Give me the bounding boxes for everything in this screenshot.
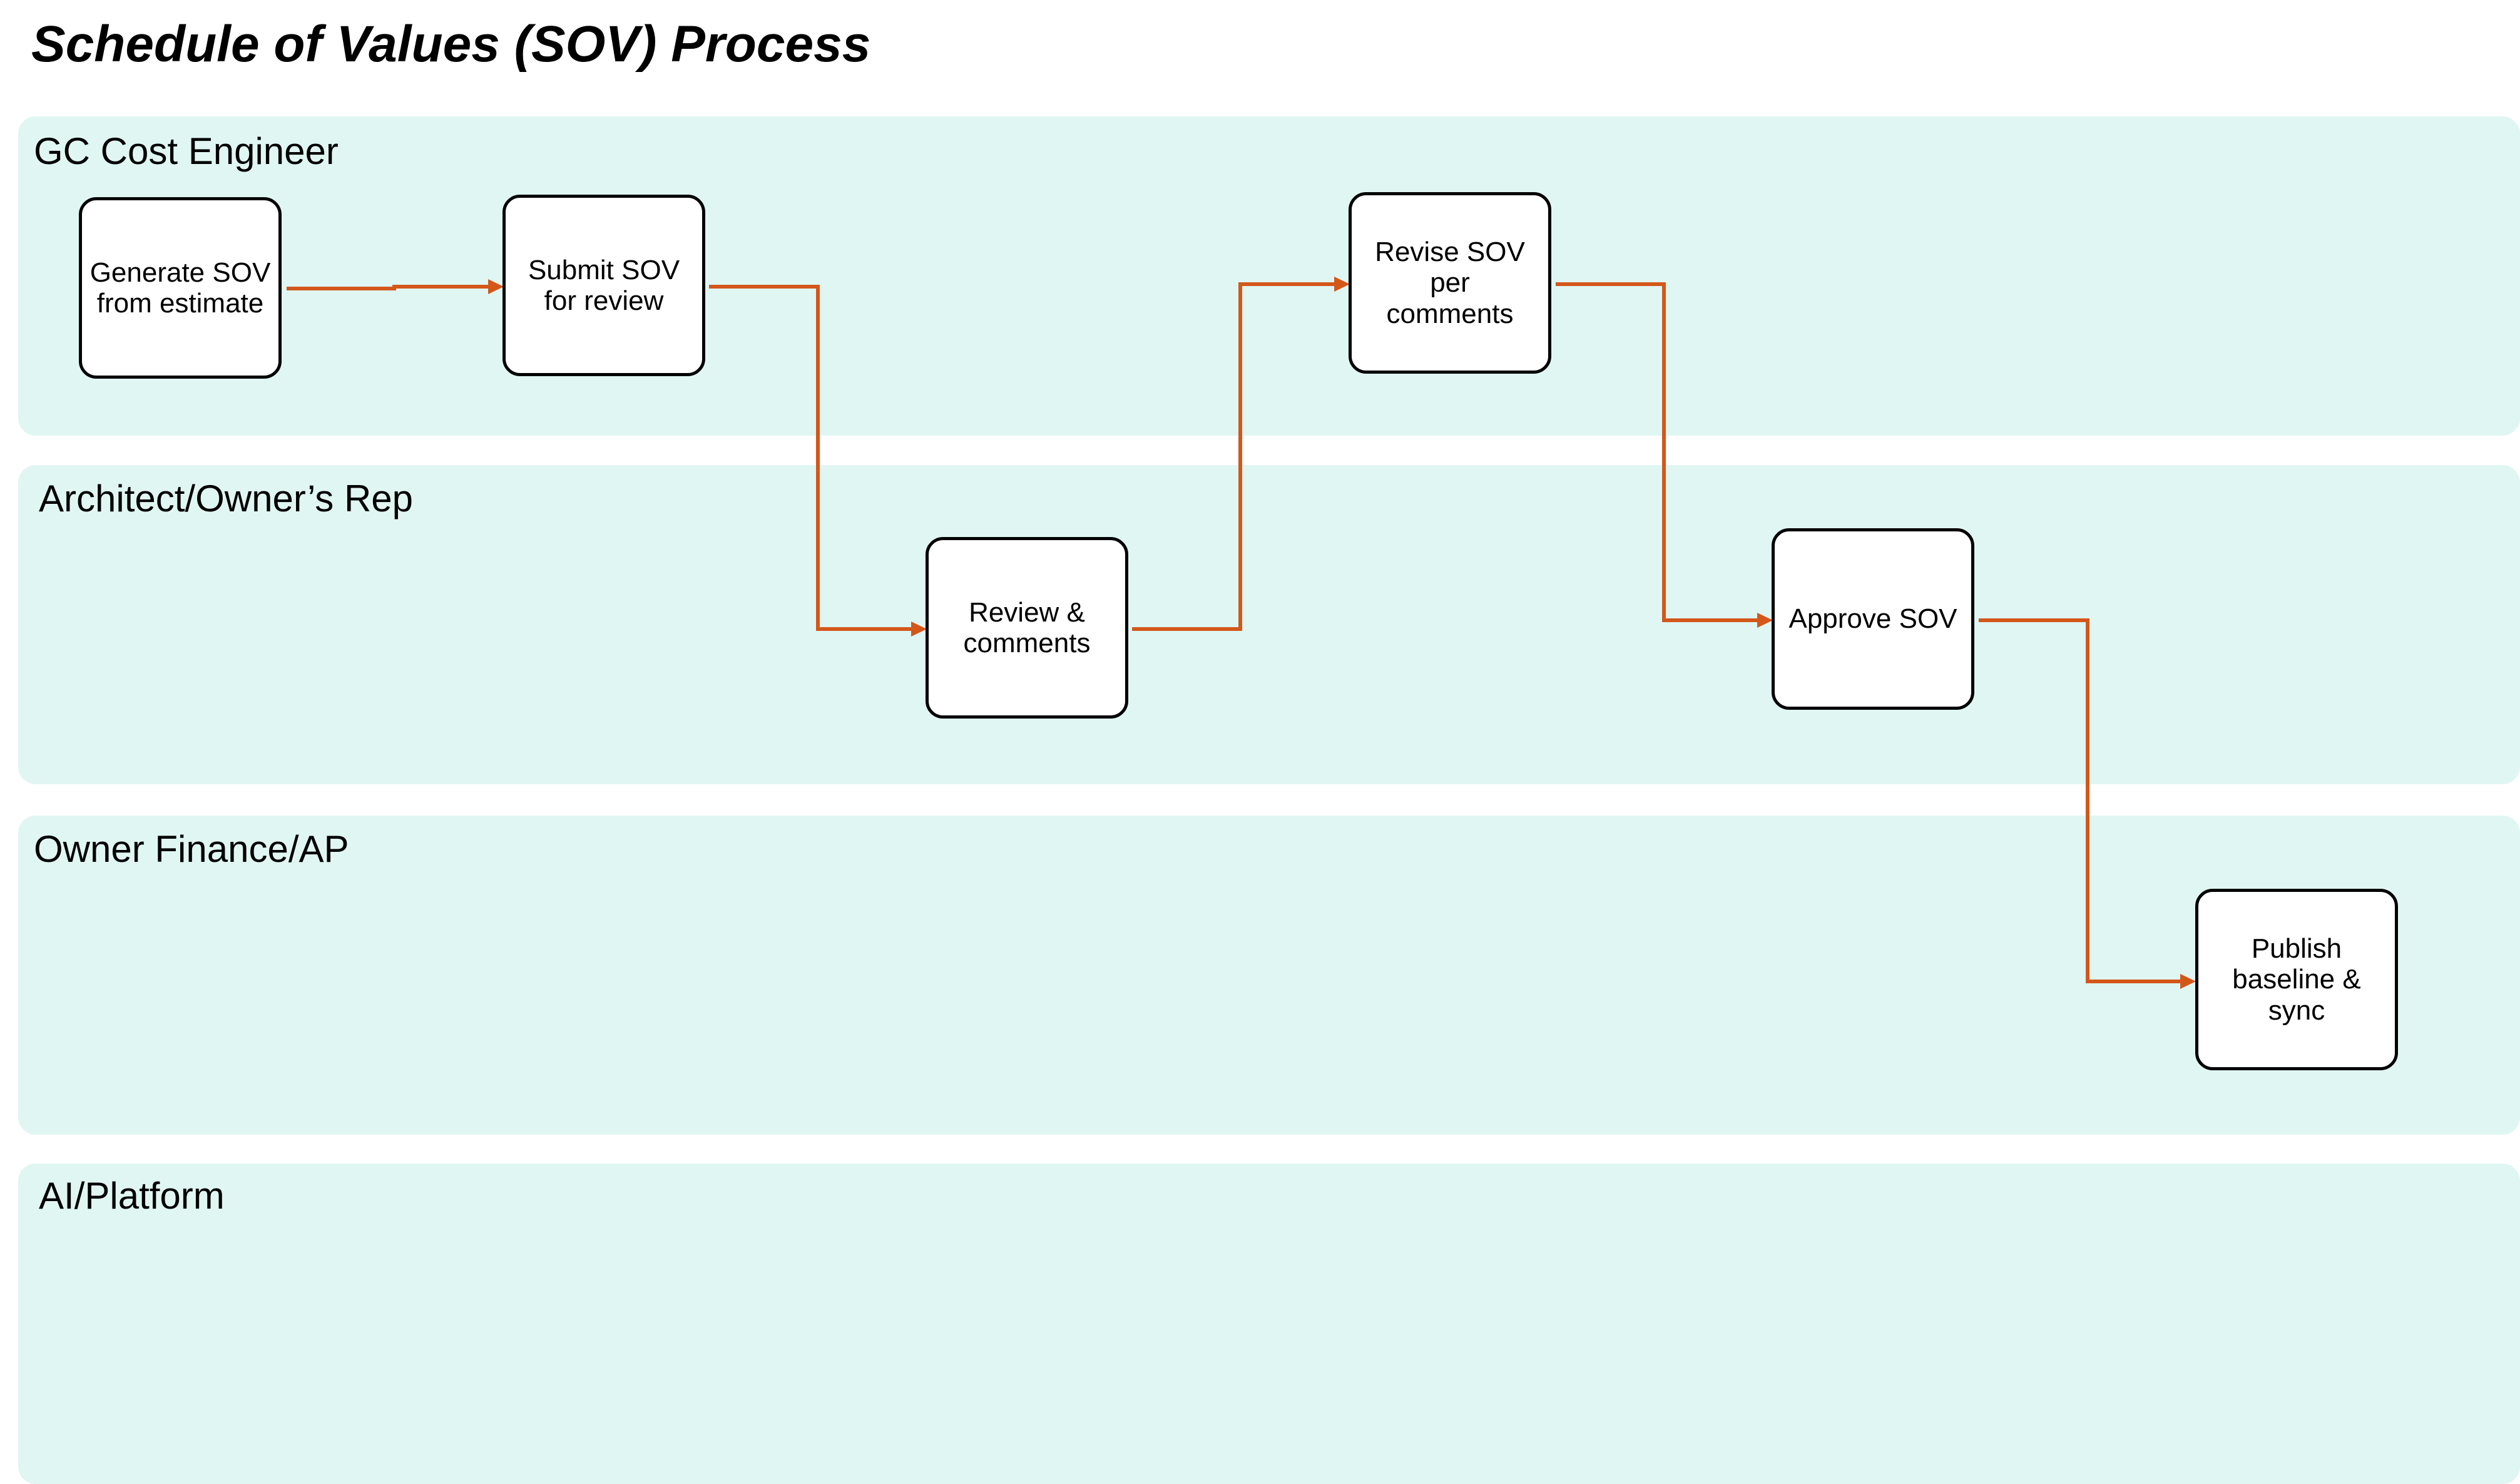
diagram-title: Schedule of Values (SOV) Process — [31, 16, 871, 73]
flow-review-to-revise — [1132, 282, 1335, 631]
lane-label: AI/Platform — [39, 1175, 225, 1217]
lane-ai-platform: AI/Platform — [18, 1164, 2520, 1484]
flow-submit-to-review — [709, 285, 912, 631]
arrowhead-icon — [488, 279, 504, 294]
lane-owner-finance-ap: Owner Finance/AP — [18, 816, 2520, 1135]
lane-gc-cost-engineer: GC Cost Engineer — [18, 116, 2520, 436]
lane-label: Architect/Owner’s Rep — [39, 478, 414, 519]
step-submit-sov[interactable]: Submit SOV for review — [502, 195, 705, 376]
flow-revise-to-approve — [1556, 282, 1758, 622]
arrowhead-icon — [1757, 613, 1773, 628]
step-publish-baseline[interactable]: Publish baseline & sync — [2195, 889, 2398, 1070]
step-revise-sov[interactable]: Revise SOV per comments — [1349, 192, 1551, 374]
arrowhead-icon — [1334, 277, 1350, 292]
lane-label: GC Cost Engineer — [34, 130, 339, 172]
arrowhead-icon — [2180, 974, 2196, 989]
lane-label: Owner Finance/AP — [34, 828, 349, 870]
flow-approve-to-publish — [1979, 618, 2181, 983]
step-generate-sov[interactable]: Generate SOV from estimate — [79, 197, 282, 379]
flow-generate-to-submit — [287, 285, 489, 290]
step-approve-sov[interactable]: Approve SOV — [1772, 528, 1974, 710]
arrowhead-icon — [911, 622, 927, 637]
lane-architect-owners-rep: Architect/Owner’s Rep — [18, 465, 2520, 784]
step-review-comments[interactable]: Review & comments — [926, 537, 1128, 719]
